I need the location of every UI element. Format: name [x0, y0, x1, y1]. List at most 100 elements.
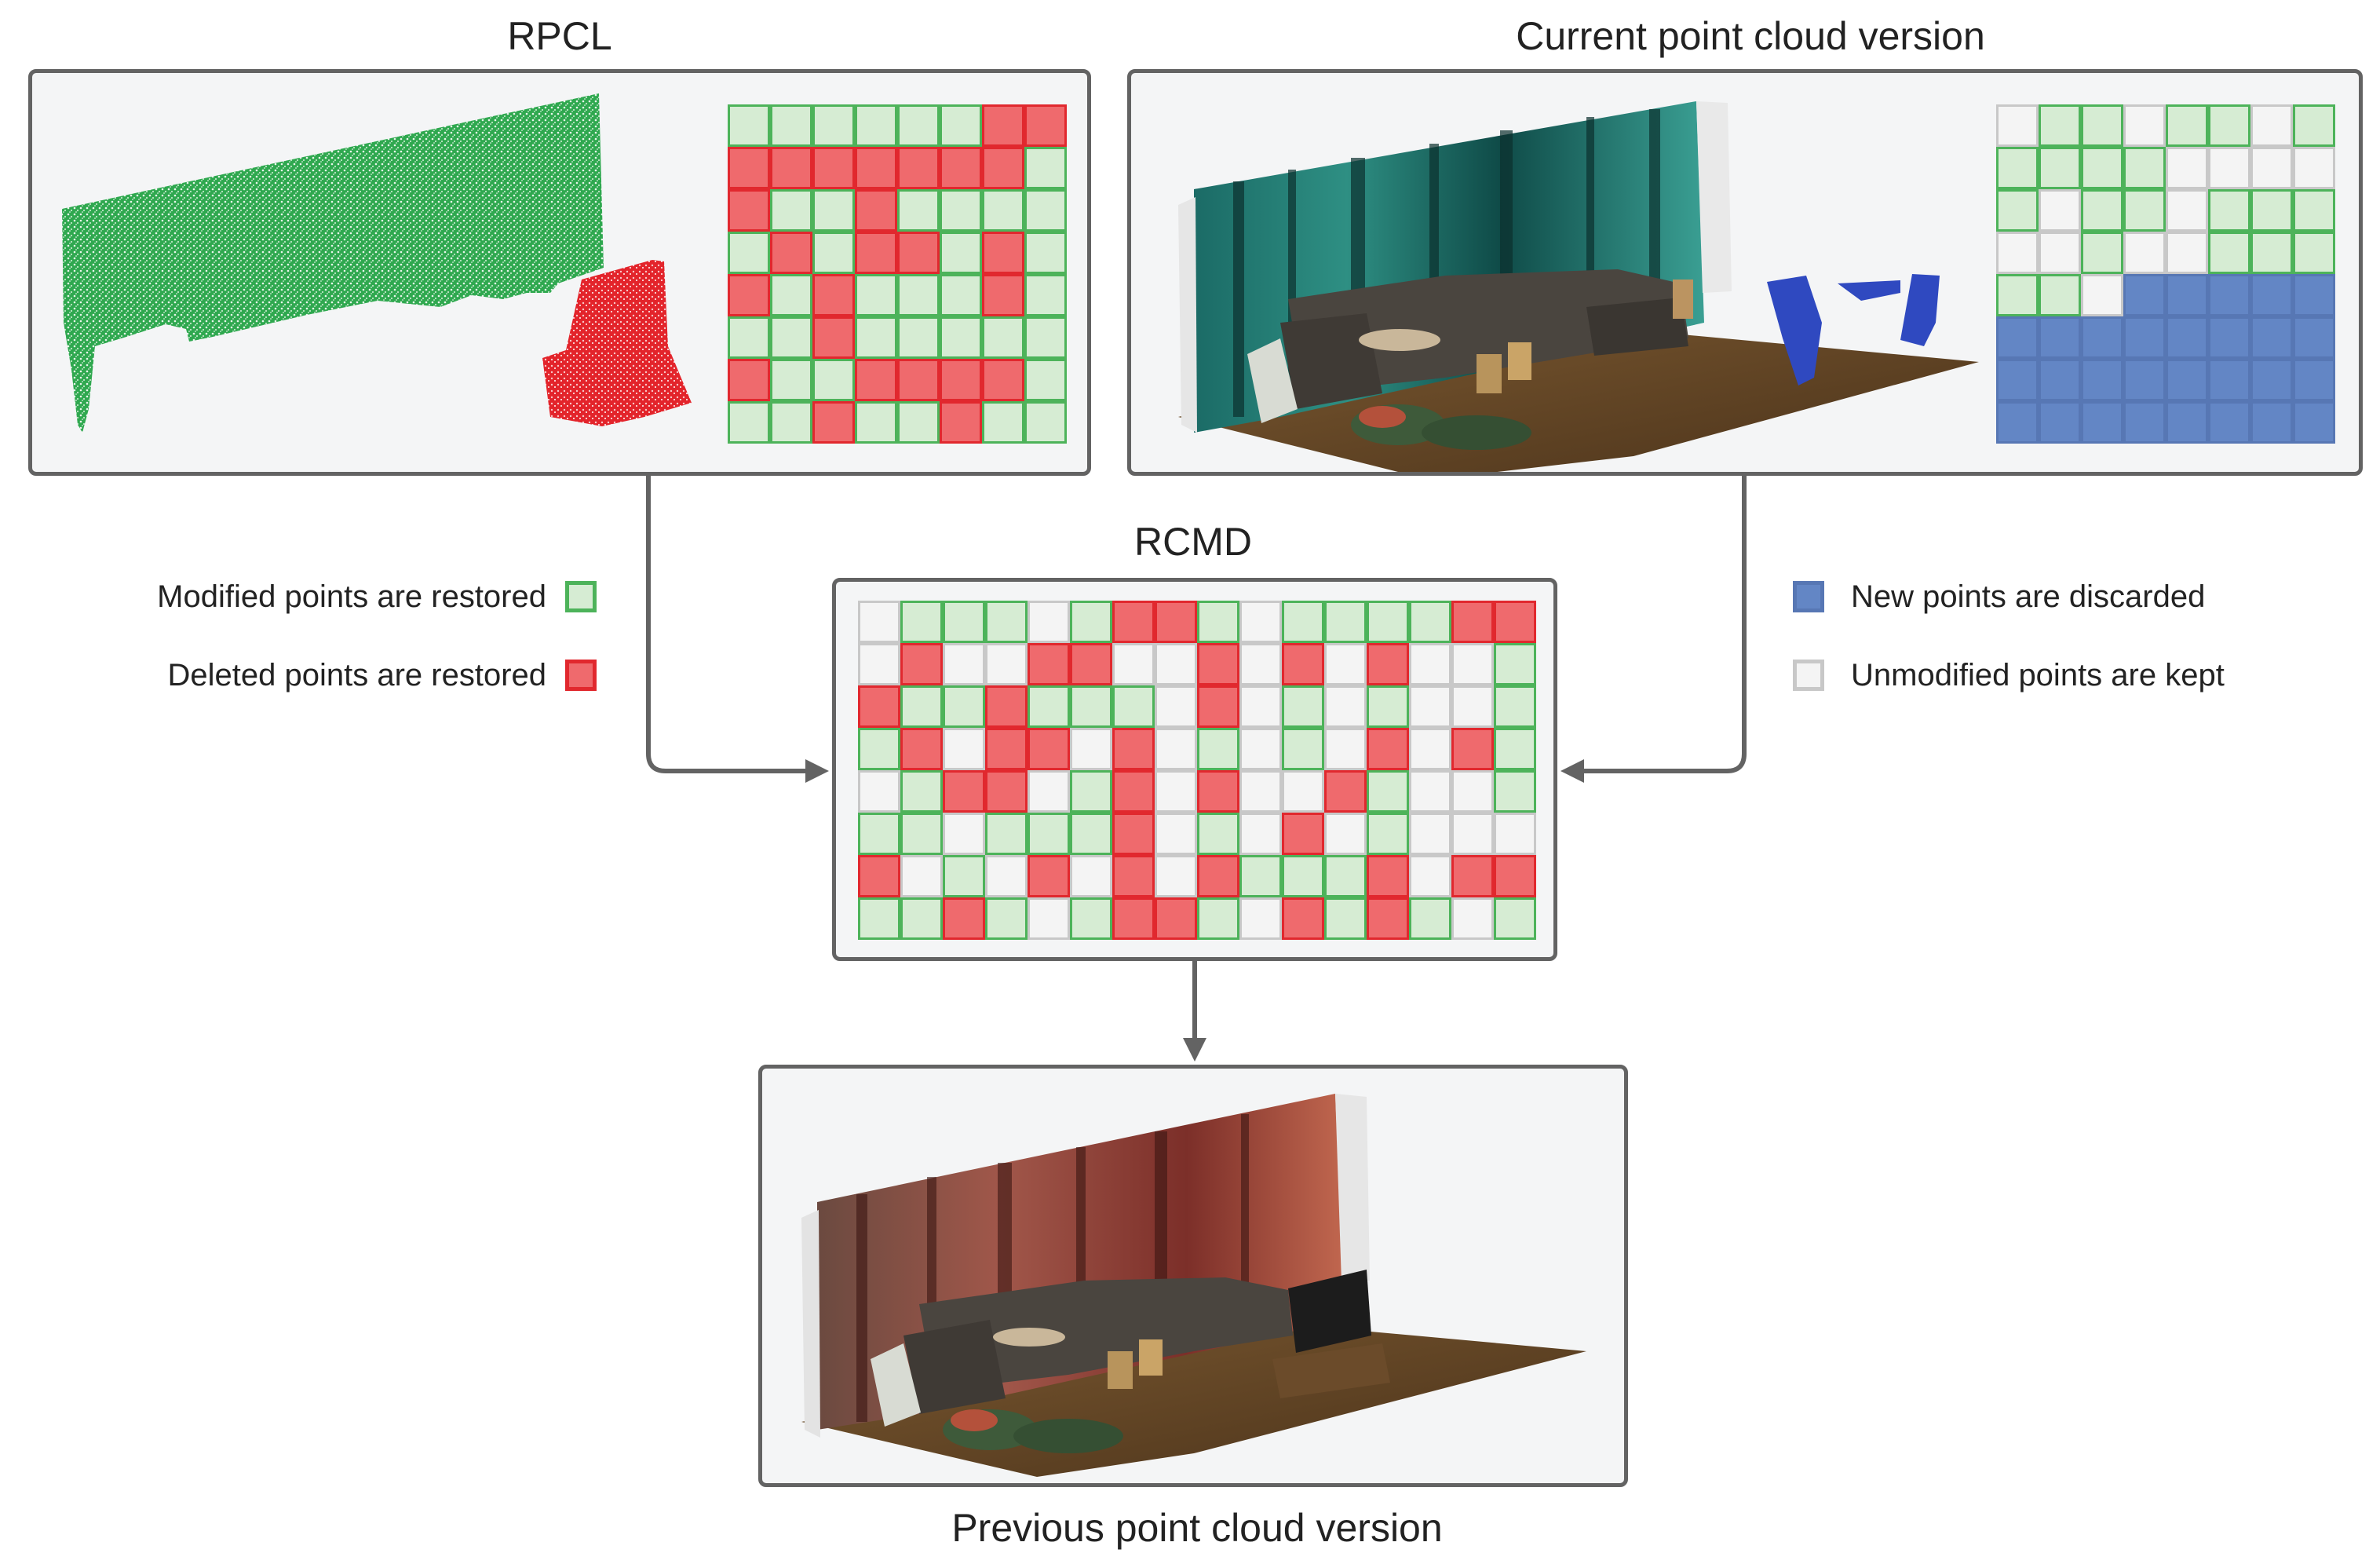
grid-cell-unmodified — [1451, 643, 1494, 685]
grid-cell-deleted — [855, 147, 897, 189]
grid-cell-deleted — [982, 147, 1024, 189]
grid-cell-unmodified — [858, 643, 900, 685]
grid-cell-modified — [2166, 104, 2208, 147]
grid-cell-deleted — [858, 685, 900, 728]
arrow-current-to-rcmd — [1561, 476, 1747, 783]
grid-cell-modified — [2081, 147, 2123, 189]
grid-cell-unmodified — [1324, 813, 1367, 855]
grid-cell-modified — [1494, 897, 1536, 940]
grid-cell-new — [2293, 316, 2335, 359]
grid-cell-unmodified — [858, 770, 900, 813]
grid-cell-deleted — [858, 855, 900, 897]
grid-cell-unmodified — [985, 643, 1028, 685]
grid-cell-new — [2250, 316, 2293, 359]
rpcl-point-cloud — [62, 93, 692, 433]
grid-cell-modified — [1070, 813, 1112, 855]
grid-cell-deleted — [1028, 643, 1070, 685]
legend-modified-label: Modified points are restored — [157, 579, 546, 614]
grid-cell-deleted — [900, 728, 943, 770]
grid-cell-modified — [1494, 643, 1536, 685]
grid-cell-modified — [1409, 897, 1451, 940]
grid-cell-modified — [770, 401, 812, 444]
stool-3 — [1673, 280, 1693, 319]
grid-cell-modified — [858, 897, 900, 940]
grid-cell-modified — [982, 316, 1024, 359]
grid-cell-unmodified — [1239, 601, 1282, 643]
grid-cell-deleted — [1112, 770, 1155, 813]
grid-cell-modified — [2081, 232, 2123, 274]
grid-cell-unmodified — [2039, 232, 2081, 274]
grid-cell-deleted — [1024, 104, 1067, 147]
grid-cell-modified — [770, 274, 812, 316]
grid-cell-modified — [985, 897, 1028, 940]
grid-cell-unmodified — [2123, 104, 2166, 147]
grid-cell-new — [2039, 359, 2081, 401]
grid-cell-unmodified — [1155, 855, 1197, 897]
green-blankets — [1351, 404, 1531, 450]
grid-cell-modified — [897, 189, 940, 232]
grid-cell-unmodified — [1070, 728, 1112, 770]
grid-cell-unmodified — [1112, 643, 1155, 685]
grid-cell-deleted — [1282, 643, 1324, 685]
grid-cell-modified — [770, 189, 812, 232]
grid-cell-deleted — [1112, 897, 1155, 940]
grid-cell-new — [2293, 401, 2335, 444]
grid-cell-new — [2208, 359, 2250, 401]
grid-cell-modified — [1197, 813, 1239, 855]
grid-cell-unmodified — [2039, 189, 2081, 232]
grid-cell-unmodified — [1028, 770, 1070, 813]
grid-cell-modified — [1324, 897, 1367, 940]
grid-cell-modified — [940, 189, 982, 232]
grid-cell-modified — [1024, 274, 1067, 316]
grid-cell-new — [2208, 316, 2250, 359]
grid-cell-unmodified — [1996, 104, 2039, 147]
grid-cell-modified — [900, 770, 943, 813]
white-board — [1247, 338, 1298, 423]
grid-cell-unmodified — [1239, 770, 1282, 813]
grid-cell-modified — [770, 104, 812, 147]
grid-cell-unmodified — [943, 728, 985, 770]
right-white-pillar — [1696, 101, 1732, 293]
grid-cell-deleted — [770, 232, 812, 274]
grid-cell-deleted — [1197, 855, 1239, 897]
current-version-panel — [1127, 69, 2363, 476]
grid-cell-modified — [1494, 685, 1536, 728]
grid-cell-deleted — [1155, 897, 1197, 940]
grid-cell-modified — [1024, 147, 1067, 189]
grid-cell-new — [2123, 401, 2166, 444]
grid-cell-modified — [1024, 359, 1067, 401]
grid-cell-deleted — [943, 770, 985, 813]
legend-modified-swatch — [565, 581, 597, 612]
grid-cell-modified — [1282, 728, 1324, 770]
grid-cell-unmodified — [1239, 813, 1282, 855]
grid-cell-modified — [812, 232, 855, 274]
rpcl-panel — [28, 69, 1091, 476]
legend-unmodified: Unmodified points are kept — [1793, 652, 2225, 699]
legend-deleted-label: Deleted points are restored — [167, 657, 547, 692]
grid-cell-deleted — [1367, 643, 1409, 685]
grid-cell-modified — [728, 401, 770, 444]
grid-cell-modified — [812, 359, 855, 401]
grid-cell-unmodified — [1409, 685, 1451, 728]
grid-cell-unmodified — [1155, 685, 1197, 728]
grid-cell-new — [2039, 316, 2081, 359]
grid-cell-modified — [1367, 685, 1409, 728]
grid-cell-deleted — [728, 274, 770, 316]
grid-cell-modified — [858, 728, 900, 770]
tv-screen — [1288, 1270, 1371, 1353]
grid-cell-deleted — [985, 770, 1028, 813]
green-wall-points — [62, 93, 604, 433]
green-blankets — [943, 1409, 1123, 1453]
grid-cell-modified — [1197, 728, 1239, 770]
grid-cell-new — [2166, 316, 2208, 359]
grid-cell-deleted — [812, 274, 855, 316]
grid-cell-modified — [1996, 189, 2039, 232]
legend-new-label: New points are discarded — [1851, 579, 2206, 614]
arrow-rpcl-to-rcmd — [646, 476, 829, 783]
legend-unmodified-swatch — [1793, 660, 1824, 691]
grid-cell-new — [2208, 274, 2250, 316]
grid-cell-modified — [2081, 189, 2123, 232]
tv-stand — [1272, 1343, 1390, 1398]
grid-cell-modified — [2208, 232, 2250, 274]
